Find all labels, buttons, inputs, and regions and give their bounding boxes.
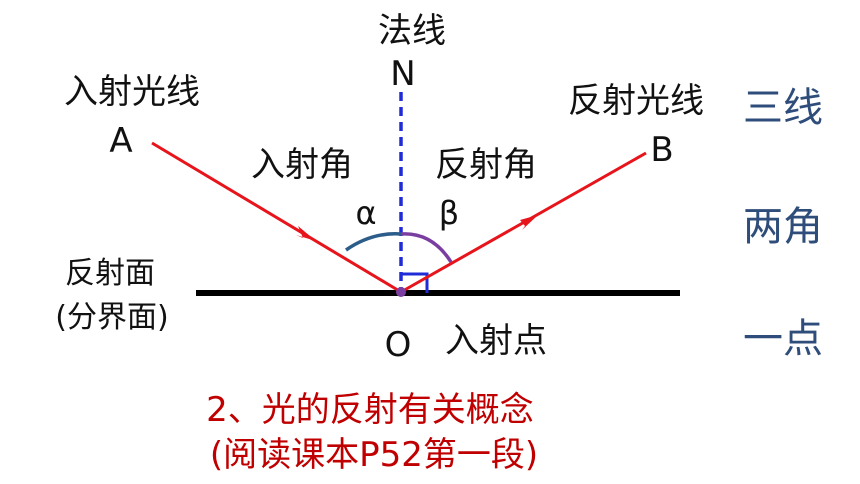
incident-angle-label: 入射角	[251, 145, 353, 185]
incident-ray	[151, 141, 402, 294]
point-b-label: B	[650, 130, 673, 170]
incident-ray-label: 入射光线	[64, 72, 200, 112]
summary-one-point: 一点	[743, 316, 823, 362]
normal-label: 法线	[378, 11, 446, 51]
incidence-point-label: 入射点	[445, 321, 547, 361]
surface-label: 反射面	[65, 256, 155, 291]
beta-label: β	[439, 194, 459, 232]
incident-angle-arc	[345, 232, 402, 252]
surface-sub-label: (分界面)	[55, 300, 168, 335]
reading-instruction: (阅读课本P52第一段)	[210, 435, 538, 475]
reflected-ray-arrow	[520, 215, 538, 230]
point-o-label: O	[385, 325, 412, 365]
incident-ray-arrow	[296, 226, 316, 241]
alpha-label: α	[355, 194, 376, 232]
summary-two-angles: 两角	[743, 204, 823, 250]
reflected-angle-arc	[400, 232, 453, 263]
incidence-point-dot	[396, 287, 406, 297]
reflected-angle-label: 反射角	[435, 145, 537, 185]
section-title: 2、光的反射有关概念	[206, 390, 534, 430]
right-angle-marker	[401, 272, 429, 293]
summary-three-lines: 三线	[743, 85, 823, 131]
reflected-ray-label: 反射光线	[568, 81, 704, 121]
normal-letter-label: N	[390, 54, 415, 94]
point-a-label: A	[109, 121, 132, 161]
